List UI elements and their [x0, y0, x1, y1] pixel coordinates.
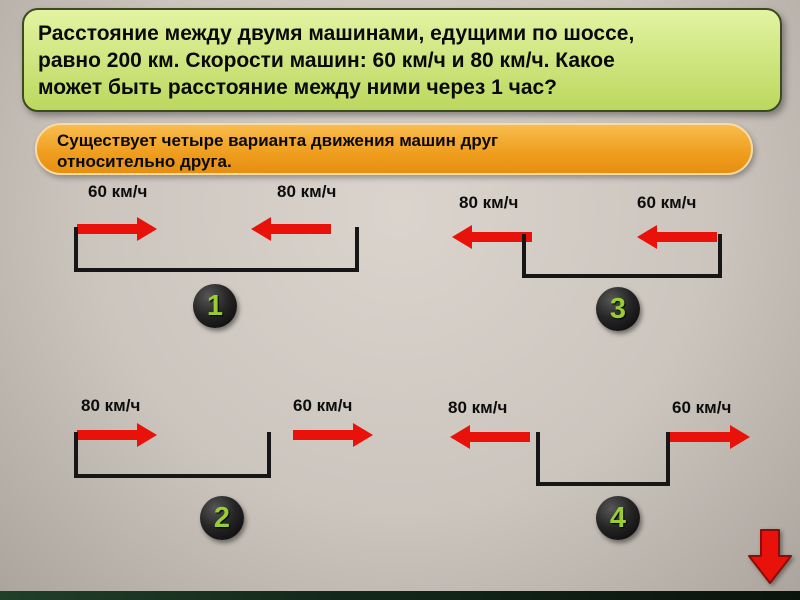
arrow-body: [468, 432, 530, 442]
problem-statement-box: Расстояние между двумя машинами, едущими…: [22, 8, 782, 112]
diagram1-number-badge: 1: [193, 284, 237, 328]
arrow-body: [77, 224, 139, 234]
diagram1-left-speed-label: 60 км/ч: [88, 182, 148, 201]
diagram4-number-badge: 4: [596, 496, 640, 540]
arrow-body: [470, 232, 532, 242]
diagram4-number: 4: [609, 501, 627, 534]
diagram3-number-badge: 3: [596, 287, 640, 331]
diagram2-number: 2: [213, 501, 231, 534]
diagram1-left-car-arrow-right-icon: [77, 216, 157, 242]
diagram4-distance-bracket: [536, 432, 670, 486]
diagram2-right-speed-label: 60 км/ч: [293, 396, 353, 415]
diagram4-right-speed-label: 60 км/ч: [672, 398, 732, 417]
problem-text-line-3: может быть расстояние между ними через 1…: [38, 76, 558, 99]
diagram1-number: 1: [206, 289, 224, 322]
diagram1-distance-bracket: [74, 227, 359, 272]
arrow-body: [293, 430, 355, 440]
arrow-body: [77, 430, 139, 440]
diagram1-right-speed-label: 80 км/ч: [277, 182, 337, 201]
diagram3-right-speed-label: 60 км/ч: [637, 193, 697, 212]
diagram2-number-badge: 2: [200, 496, 244, 540]
diagram3-right-car-arrow-left-icon: [637, 224, 717, 250]
arrow-body: [670, 432, 732, 442]
diagram4-right-car-arrow-right-icon: [670, 424, 750, 450]
diagram3-left-speed-label: 80 км/ч: [459, 193, 519, 212]
note-text-line-2: относительно друга.: [57, 152, 232, 171]
problem-text-line-2: равно 200 км. Скорости машин: 60 км/ч и …: [38, 49, 615, 72]
slide-bottom-strip: [0, 591, 800, 600]
diagram2-right-car-arrow-right-icon: [293, 422, 373, 448]
diagram3-distance-bracket: [522, 234, 722, 278]
diagram2-left-car-arrow-right-icon: [77, 422, 157, 448]
problem-text-line-1: Расстояние между двумя машинами, едущими…: [38, 22, 635, 45]
diagram3-number: 3: [609, 292, 627, 325]
diagram4-left-speed-label: 80 км/ч: [448, 398, 508, 417]
diagram2-distance-bracket: [74, 432, 271, 478]
diagram4-left-car-arrow-left-icon: [450, 424, 530, 450]
arrow-body: [655, 232, 717, 242]
note-box: Существует четыре варианта движения маши…: [35, 123, 753, 175]
diagram2-left-speed-label: 80 км/ч: [81, 396, 141, 415]
diagram1-right-car-arrow-left-icon: [251, 216, 331, 242]
next-slide-down-arrow-icon[interactable]: [746, 528, 794, 586]
note-text-line-1: Существует четыре варианта движения маши…: [57, 131, 499, 150]
diagram3-left-car-arrow-left-icon: [452, 224, 532, 250]
arrow-body: [269, 224, 331, 234]
